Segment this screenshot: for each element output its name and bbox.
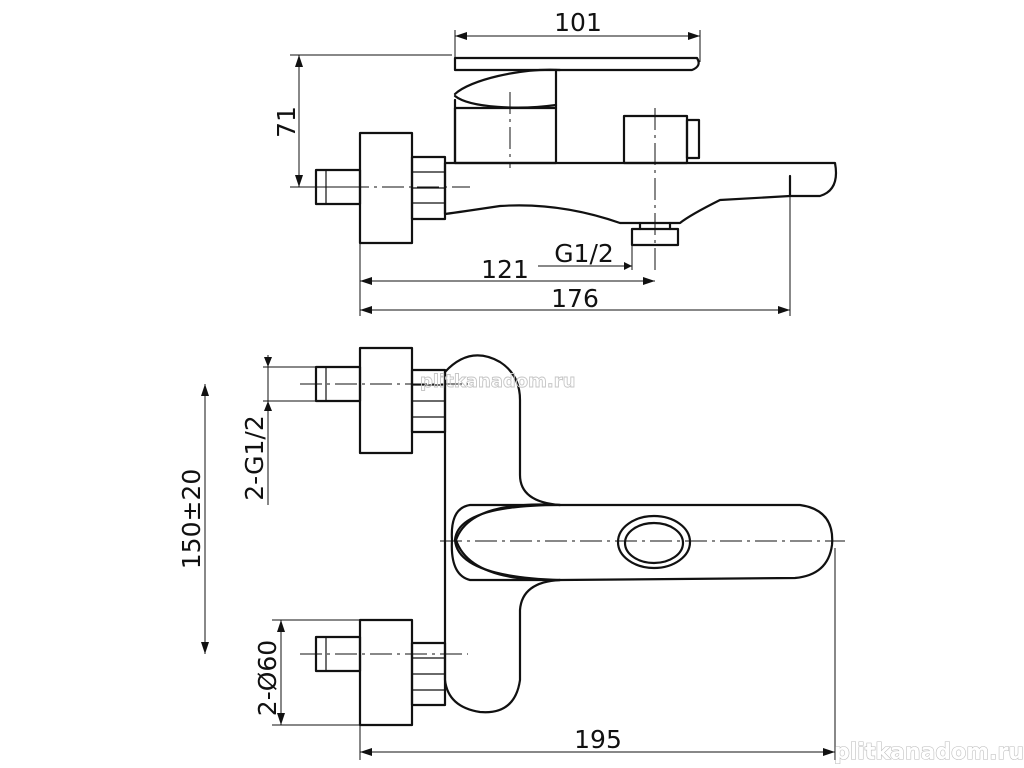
dim-height: 71 [272, 54, 452, 188]
side-handle-lever [453, 56, 700, 72]
dim-label-inlet-thread: 2-G1/2 [240, 415, 269, 500]
dim-label-inlet-to-outlet: 121 [481, 255, 529, 284]
side-cartridge-body [453, 106, 558, 165]
plan-handle-knob [616, 514, 692, 570]
side-spout-body [443, 161, 838, 225]
plan-spout-lobe [450, 503, 562, 582]
plan-upper-flange [358, 346, 414, 455]
side-wall-flange [358, 131, 414, 245]
dim-label-overall-depth: 176 [551, 284, 599, 313]
plan-view: 2-G1/2 150±20 2-Ø60 195 [177, 346, 845, 760]
dim-label-overall-length: 195 [574, 725, 622, 754]
dim-overall-depth: 176 [360, 196, 791, 316]
dim-outlet-thread: G1/2 [538, 239, 633, 270]
dim-label-flange-diameter: 2-Ø60 [253, 640, 282, 716]
dim-flange-diameter: 2-Ø60 [253, 619, 360, 726]
dim-label-handle-width: 101 [554, 8, 602, 37]
plan-body-outline [443, 354, 834, 714]
side-view: 101 71 [272, 8, 838, 316]
dim-label-center-distance: 150±20 [177, 469, 206, 569]
watermark-center: plitkanadom.ru [420, 371, 575, 392]
dim-overall-length: 195 [359, 548, 836, 760]
dim-inlet-thread: 2-G1/2 [240, 355, 316, 505]
dim-inlet-to-outlet: 121 [359, 243, 655, 316]
dim-label-height: 71 [272, 106, 301, 138]
dim-center-distance: 150±20 [177, 384, 209, 654]
watermark-corner: plitkanadom.ru [834, 740, 1024, 765]
dim-handle-width: 101 [454, 8, 701, 62]
plan-lower-flange [358, 618, 414, 727]
dim-label-outlet-thread: G1/2 [554, 239, 614, 268]
